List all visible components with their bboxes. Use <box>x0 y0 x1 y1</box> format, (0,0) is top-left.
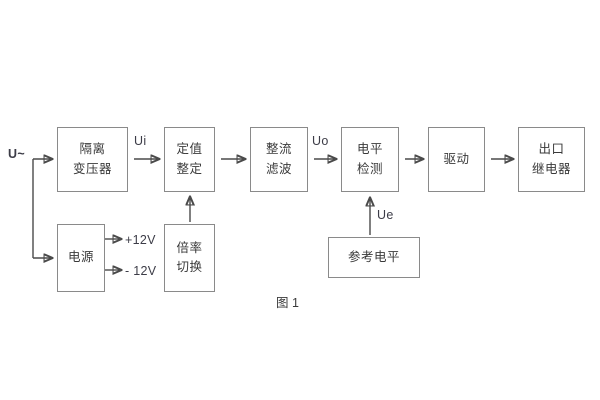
block-label-line: 定值 <box>176 142 203 157</box>
block-label-line: 继电器 <box>531 161 571 176</box>
block-label-line: 倍率 <box>176 240 203 255</box>
block-label-line: 电源 <box>67 250 94 265</box>
label-ue-signal: Ue <box>377 208 394 222</box>
block-label-line: 变压器 <box>72 161 112 176</box>
block-level-detection[interactable]: 电平 检测 <box>341 127 399 192</box>
label-input-voltage: U~ <box>8 147 25 161</box>
block-output-relay[interactable]: 出口 继电器 <box>518 127 585 192</box>
block-label-line: 电平 <box>356 142 383 157</box>
block-drive[interactable]: 驱动 <box>428 127 485 192</box>
block-power-supply[interactable]: 电源 <box>57 224 105 292</box>
label-positive-12v: +12V <box>125 233 156 247</box>
block-label-line: 切换 <box>176 260 203 274</box>
block-label-line: 检测 <box>356 161 383 176</box>
block-label-line: 参考电平 <box>347 249 400 264</box>
figure-caption: 图 1 <box>276 296 299 310</box>
block-label-line: 隔离 <box>79 142 106 157</box>
block-rectifier-filter[interactable]: 整流 滤波 <box>250 127 308 192</box>
label-negative-12v: - 12V <box>125 264 157 278</box>
block-label-line: 整定 <box>176 161 203 176</box>
label-uo-signal: Uo <box>312 134 329 148</box>
block-label-line: 整流 <box>265 142 292 157</box>
block-setting-value[interactable]: 定值 整定 <box>164 127 215 192</box>
block-reference-level[interactable]: 参考电平 <box>328 237 420 278</box>
block-label-line: 驱动 <box>443 151 470 166</box>
block-label-line: 出口 <box>538 142 565 157</box>
block-isolation-transformer[interactable]: 隔离 变压器 <box>57 127 128 192</box>
label-ui-signal: Ui <box>134 134 147 148</box>
block-multiplier-switch[interactable]: 倍率 切换 <box>164 224 215 292</box>
block-label-line: 滤波 <box>265 161 292 176</box>
